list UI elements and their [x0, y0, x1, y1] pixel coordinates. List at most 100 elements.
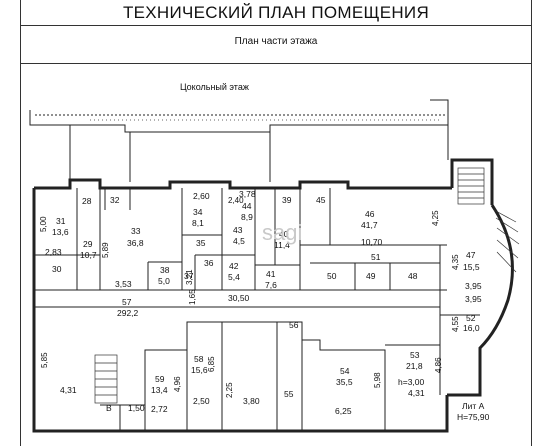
dimension-label: 2,72	[151, 404, 168, 414]
upper-wall-top	[70, 124, 449, 160]
room-label: B	[106, 403, 112, 413]
dimension-label: 10,70	[361, 237, 383, 247]
room-label: 36,8	[127, 238, 144, 248]
room-label: 49	[366, 271, 376, 281]
room-label: 29	[83, 239, 93, 249]
room-label: 42	[229, 261, 239, 271]
room-label: 47	[466, 250, 476, 260]
room-label: 54	[340, 366, 350, 376]
dimension-label: 3,95	[465, 294, 482, 304]
room-label: 35,5	[336, 377, 353, 387]
lit-label: Лит А	[462, 401, 485, 411]
dimension-label: 4,31	[408, 388, 425, 398]
room-label: 10,7	[80, 250, 97, 260]
room-label: 2,40	[228, 196, 244, 205]
room-label: 43	[233, 225, 243, 235]
room-label: 45	[316, 195, 326, 205]
room-label: 58	[194, 354, 204, 364]
staircases	[90, 119, 520, 404]
room-54-outline	[302, 339, 386, 431]
room-label: 51	[371, 252, 381, 262]
room-label: 37	[184, 271, 194, 281]
room-label: 28	[82, 196, 92, 206]
page-title: ТЕХНИЧЕСКИЙ ПЛАН ПОМЕЩЕНИЯ	[122, 3, 430, 22]
room-label: 31	[56, 216, 66, 226]
dimension-label: 5,98	[373, 372, 382, 388]
dimension-label: 1,50	[128, 403, 145, 413]
room-label: 44	[242, 201, 252, 211]
room-label: 292,2	[117, 308, 139, 318]
room-label: 32	[110, 195, 120, 205]
room-label: 36	[204, 258, 214, 268]
dimension-label: 3,95	[465, 281, 482, 291]
dimension-label: 4,55	[451, 316, 460, 332]
upper-wall-corner	[430, 99, 449, 125]
room-label: 15,6	[191, 365, 208, 375]
room-label: 41,7	[361, 220, 378, 230]
height-label: H=75,90	[457, 412, 490, 422]
dimension-label: 6,25	[335, 406, 352, 416]
room-label: 4,5	[233, 236, 245, 246]
dimension-label: 4,96	[173, 376, 182, 392]
room-label: 3,78	[239, 189, 256, 199]
room-label: 46	[365, 209, 375, 219]
room-label: 52	[466, 313, 476, 323]
room-label: 2,60	[193, 191, 210, 201]
room-labels: 31 13,6 29 10,7 28 32 30 33 36,8 34 8,1 …	[52, 189, 480, 413]
room-label: 59	[155, 374, 165, 384]
dimension-label: 5,85	[40, 352, 49, 368]
room-label: 40	[279, 229, 289, 239]
dimension-label: 2,25	[225, 382, 234, 398]
dimension-label: 5,00	[39, 216, 48, 232]
room-label: 41	[266, 269, 276, 279]
dimension-labels: 5,00 2,83 5,89 3,53 3,21 1,65 30,50 10,7…	[39, 210, 482, 416]
room-label: 57	[122, 297, 132, 307]
room-label: 33	[131, 226, 141, 236]
outer-wall-curved-right	[447, 204, 514, 397]
outer-wall-top	[34, 178, 452, 190]
dimension-label: 4,25	[431, 210, 440, 226]
dimension-label: 30,50	[228, 293, 250, 303]
dimension-label: 4,31	[60, 385, 77, 395]
room-label: 56	[289, 320, 299, 330]
dimension-label: 3,21	[185, 269, 194, 285]
floor-label: Цокольный этаж	[180, 82, 249, 92]
room-label: 21,8	[406, 361, 423, 371]
room-label: 53	[410, 350, 420, 360]
upper-wall-left	[29, 110, 71, 180]
room-label: 39	[282, 195, 292, 205]
outer-wall-stair-block	[450, 158, 494, 205]
dimension-label: 4,86	[434, 357, 443, 373]
dimension-label: 2,83	[45, 247, 62, 257]
room-label: 16,0	[463, 323, 480, 333]
room-label: 48	[408, 271, 418, 281]
room-label: h=3,00	[398, 377, 425, 387]
room-label: 8,1	[192, 218, 204, 228]
dimension-label: 5,89	[101, 242, 110, 258]
room-label: 5,0	[158, 276, 170, 286]
watermark: sagi	[262, 220, 302, 245]
dimension-label: 6,85	[207, 356, 216, 372]
building-walls	[29, 99, 514, 433]
room-label: 13,6	[52, 227, 69, 237]
room-55-56-outline	[276, 321, 303, 432]
room-label: 8,9	[241, 212, 253, 222]
room-58-outline	[186, 321, 223, 432]
room-label: 11,4	[274, 240, 290, 250]
room-label: 13,4	[151, 385, 168, 395]
page-subtitle: План части этажа	[234, 36, 318, 47]
room-label: 7,6	[265, 280, 277, 290]
sheet-footer: Лит А H=75,90	[457, 401, 490, 422]
dimension-label: 4,35	[451, 254, 460, 270]
room-wc-outline	[221, 321, 278, 432]
dimension-label: 2,50	[193, 396, 210, 406]
stair-curved-right	[493, 209, 520, 273]
dimension-label: 1,65	[188, 289, 197, 305]
room-label: 55	[284, 389, 294, 399]
room-label: 5,4	[228, 272, 240, 282]
dimension-label: 3,53	[115, 279, 132, 289]
room-label: 30	[52, 264, 62, 274]
dimension-label: 3,80	[243, 396, 260, 406]
room-label: 50	[327, 271, 337, 281]
